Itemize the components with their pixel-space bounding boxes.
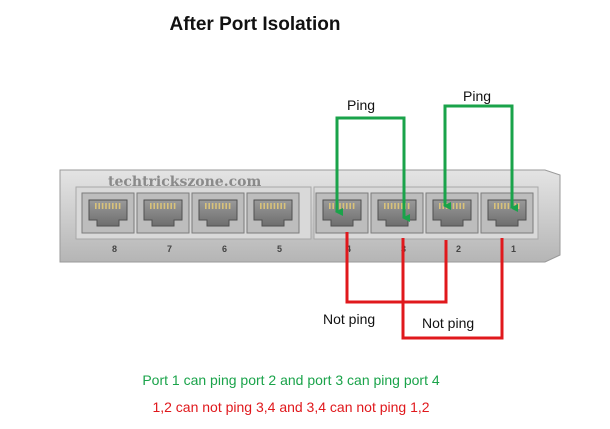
diagram-title: After Port Isolation [169,14,341,35]
ping-label-left: Ping [347,97,376,113]
not-ping-link-4-2 [345,232,448,304]
port-number-label: 6 [222,244,227,254]
brand-watermark: techtrickszone.com [108,174,261,190]
port-number-label: 2 [456,244,461,254]
ethernet-port-6: 6 [191,192,245,254]
ping-label-right: Ping [463,88,492,104]
port-number-label: 1 [511,244,516,254]
ethernet-port-5: 5 [246,192,300,254]
port-number-label: 8 [112,244,117,254]
ethernet-port-8: 8 [81,192,135,254]
not-ping-label-right: Not ping [422,315,475,331]
ping-link-1-2 [443,104,518,212]
port-number-label: 5 [277,244,282,254]
port-number-label: 4 [346,244,351,254]
ethernet-port-7: 7 [136,192,190,254]
not-ping-label-left: Not ping [323,311,376,327]
caption-ping: Port 1 can ping port 2 and port 3 can pi… [142,372,440,388]
not-ping-link-3-1 [401,238,504,340]
ping-link-3-4 [335,116,410,222]
caption-not-ping: 1,2 can not ping 3,4 and 3,4 can not pin… [152,399,430,415]
port-number-label: 7 [167,244,172,254]
